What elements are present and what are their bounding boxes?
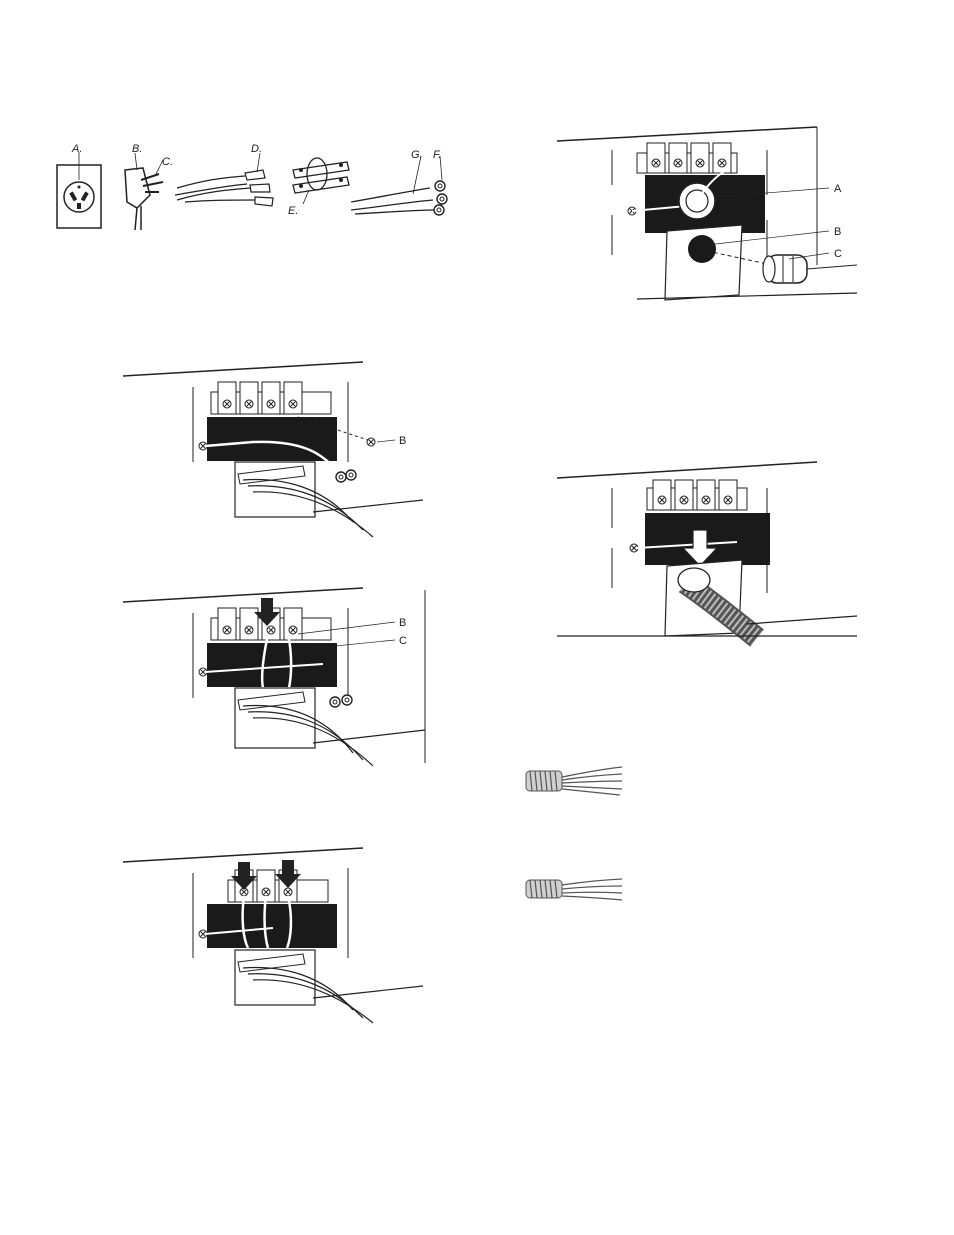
- parts-figure: A. B. C. D. E. G. F.: [55, 140, 475, 240]
- strain-relief-icon: [292, 157, 350, 205]
- stranded-wire-figure-2: [522, 874, 627, 904]
- label-c: C: [834, 248, 842, 260]
- label-b: B: [399, 435, 406, 447]
- spade-wires-icon: [174, 152, 274, 207]
- label-c: C.: [162, 156, 173, 168]
- ring-wires-icon: [350, 155, 448, 216]
- label-a: A: [834, 183, 842, 195]
- label-f: F.: [433, 149, 441, 161]
- plug-icon: [124, 152, 164, 231]
- label-g: G.: [411, 149, 423, 161]
- stranded-wire-figure-1: [522, 763, 627, 798]
- label-d: D.: [251, 143, 262, 155]
- label-a: A.: [71, 143, 82, 155]
- figure-ground-screw: B: [122, 361, 424, 538]
- label-b: B: [834, 226, 841, 238]
- label-b: B.: [132, 143, 142, 155]
- figure-outer-wires: [122, 847, 428, 1024]
- figure-neutral-wire: B C: [122, 587, 428, 768]
- outlet-icon: [56, 152, 102, 229]
- figure-conduit-connector: A B C: [556, 125, 858, 305]
- label-c: C: [399, 635, 407, 647]
- label-b: B: [399, 617, 406, 629]
- label-e: E.: [288, 205, 298, 217]
- figure-conduit-inserted: [556, 458, 862, 647]
